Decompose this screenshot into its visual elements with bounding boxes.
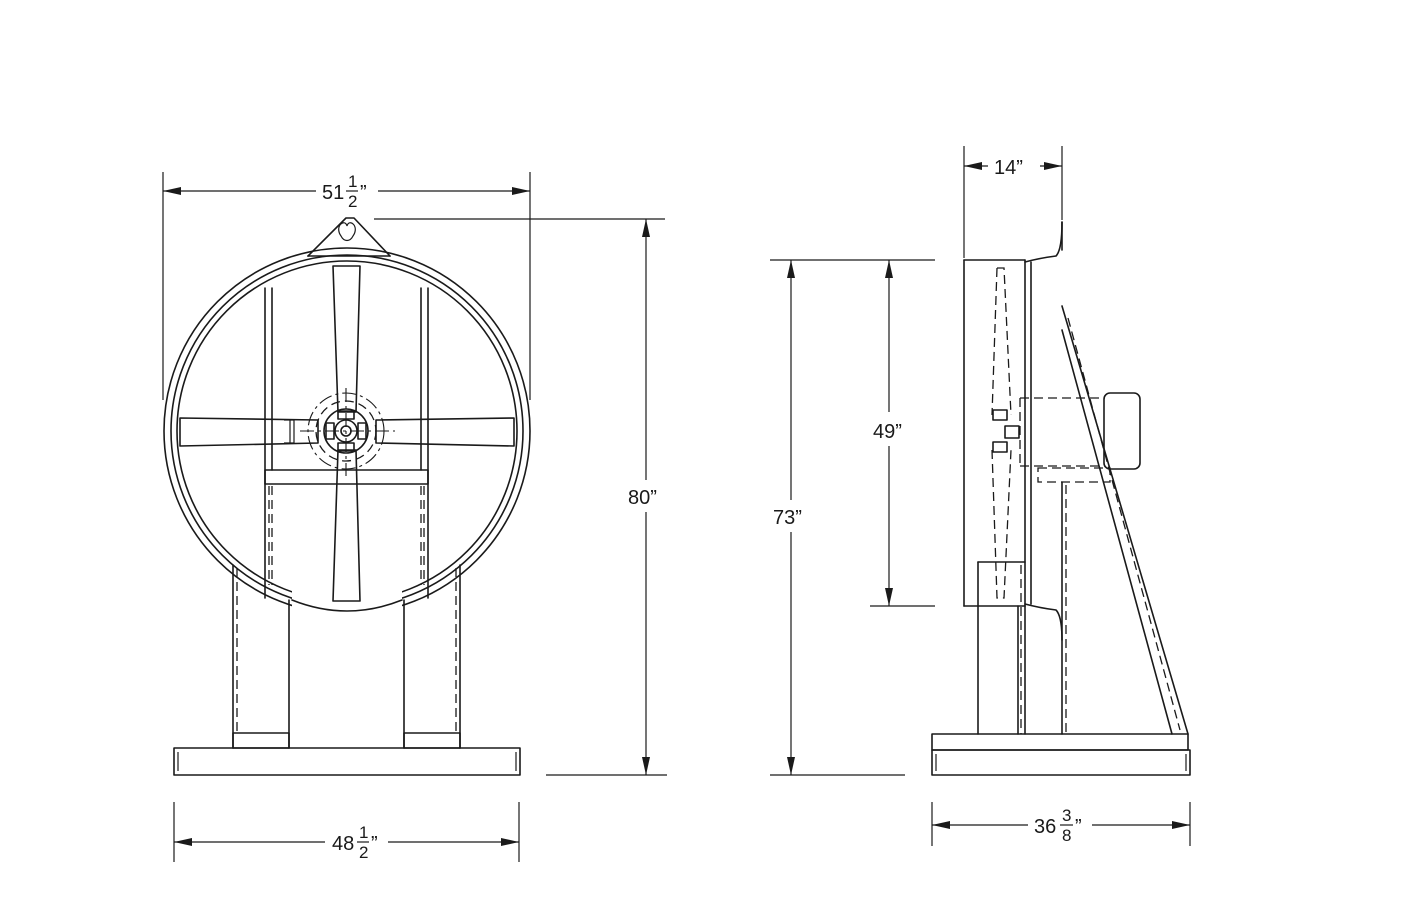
dim-top-width: 51 1 2 ”	[162, 172, 531, 400]
dim-fan-height: 49”	[870, 260, 935, 607]
fan-blades	[179, 265, 515, 602]
dim-top-width-whole: 51	[322, 182, 344, 204]
side-base-plate	[931, 733, 1189, 751]
fan-shroud	[163, 247, 531, 615]
dim-top-width-unit: ”	[360, 182, 367, 204]
dim-side-depth-label: 14”	[994, 157, 1023, 179]
dim-fan-height-label: 49”	[873, 421, 902, 443]
dim-side-height: 73”	[770, 259, 935, 776]
dim-side-base-depth-whole: 36	[1034, 816, 1056, 838]
dim-base-width: 48 1 2 ”	[173, 802, 520, 862]
front-left-leg	[232, 564, 290, 749]
dim-top-width-num: 1	[348, 172, 357, 191]
dim-base-width-whole: 48	[332, 833, 354, 855]
side-base	[931, 749, 1191, 776]
dim-overall-height: 80”	[374, 218, 667, 776]
dim-base-width-num: 1	[359, 823, 368, 842]
motor-side	[992, 392, 1141, 483]
dim-side-base-depth-num: 3	[1062, 806, 1071, 825]
dim-side-base-depth: 36 3 8 ”	[931, 802, 1191, 846]
front-view: 51 1 2 ” 80” 48 1 2 ”	[162, 172, 667, 862]
dim-base-width-den: 2	[359, 843, 368, 862]
side-stand	[977, 305, 1189, 735]
dim-top-width-den: 2	[348, 192, 357, 211]
dim-overall-height-label: 80”	[628, 487, 657, 509]
lifting-eye	[307, 217, 391, 257]
front-right-leg	[403, 564, 461, 749]
dim-side-height-label: 73”	[773, 507, 802, 529]
fan-housing-side	[963, 221, 1063, 641]
dim-side-base-depth-den: 8	[1062, 826, 1071, 845]
dim-side-base-depth-unit: ”	[1075, 816, 1082, 838]
dim-side-depth: 14”	[963, 146, 1063, 258]
dim-base-width-unit: ”	[371, 833, 378, 855]
fan-hub	[300, 388, 395, 476]
front-base	[173, 747, 521, 776]
side-view: 14” 73” 49” 36	[770, 146, 1191, 846]
